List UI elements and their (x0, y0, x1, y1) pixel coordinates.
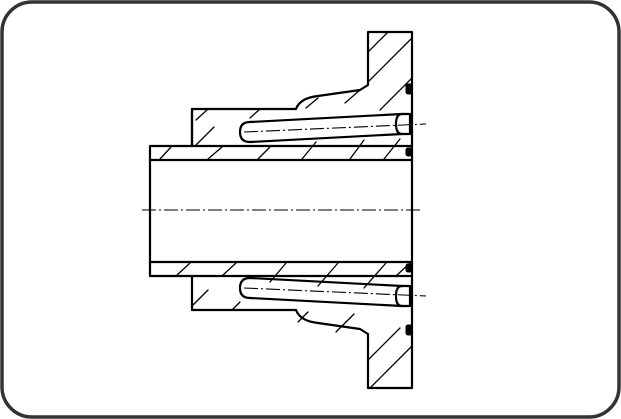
hatching-lower (175, 262, 413, 389)
lower-passage (238, 276, 427, 308)
upper-passage-port (400, 112, 412, 136)
upper-passage-port-left (394, 112, 404, 136)
upper-passage-top (248, 112, 404, 124)
sleeve-tube (148, 144, 414, 278)
flange-lower-outline (190, 274, 414, 390)
flange-upper-outline (190, 30, 414, 148)
groove-lower-outer (405, 324, 413, 336)
flange-lower (190, 274, 414, 390)
upper-passage-end (238, 120, 252, 144)
flange-upper (190, 30, 414, 148)
sleeve-outline (148, 144, 414, 278)
upper-passage (238, 112, 427, 144)
lower-passage-port (400, 284, 412, 308)
upper-passage-axis (243, 123, 427, 133)
groove-upper-outer (405, 83, 413, 95)
lower-passage-axis (243, 287, 427, 297)
lower-passage-port-left (394, 284, 404, 308)
lower-passage-bottom (248, 296, 404, 308)
lower-passage-top (248, 276, 404, 288)
lower-passage-end (238, 276, 252, 300)
groove-upper-inner (405, 147, 413, 157)
upper-passage-bottom (248, 132, 404, 144)
hatching-upper (159, 31, 413, 160)
